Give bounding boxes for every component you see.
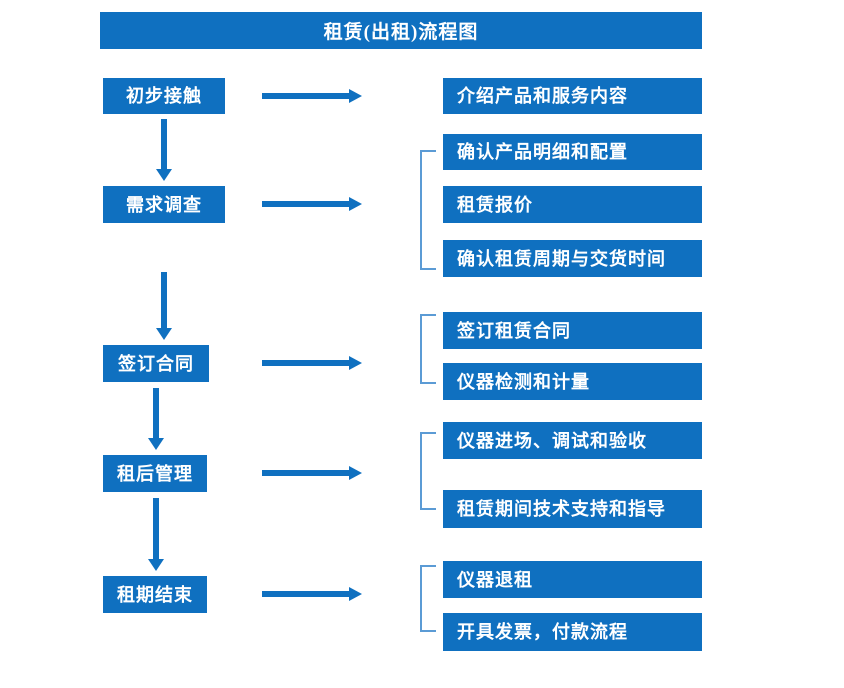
stage-box-5[interactable]: 租期结束 [103,576,207,613]
detail-box-10[interactable]: 开具发票，付款流程 [443,613,702,651]
flow-arrow-right-2 [262,197,362,211]
detail-box-2[interactable]: 确认产品明细和配置 [443,134,702,170]
flow-arrow-down-4 [148,498,164,571]
flow-arrow-right-3 [262,356,362,370]
detail-box-3[interactable]: 租赁报价 [443,186,702,223]
group-bracket-1 [420,150,436,270]
detail-box-6[interactable]: 仪器检测和计量 [443,363,702,400]
detail-box-8[interactable]: 租赁期间技术支持和指导 [443,490,702,528]
group-bracket-2 [420,314,436,384]
detail-box-7[interactable]: 仪器进场、调试和验收 [443,422,702,459]
flow-arrow-down-3 [148,388,164,450]
flow-arrow-right-1 [262,89,362,103]
group-bracket-4 [420,565,436,632]
detail-box-5[interactable]: 签订租赁合同 [443,312,702,349]
flow-arrow-right-5 [262,587,362,601]
stage-box-3[interactable]: 签订合同 [103,345,209,382]
diagram-title: 租赁(出租)流程图 [100,12,702,49]
stage-box-2[interactable]: 需求调查 [103,186,225,223]
stage-box-4[interactable]: 租后管理 [103,455,207,492]
group-bracket-3 [420,432,436,510]
flow-arrow-down-2 [156,272,172,340]
flow-arrow-down-1 [156,119,172,181]
detail-box-4[interactable]: 确认租赁周期与交货时间 [443,240,702,277]
flow-arrow-right-4 [262,466,362,480]
stage-box-1[interactable]: 初步接触 [103,78,225,114]
detail-box-9[interactable]: 仪器退租 [443,561,702,598]
detail-box-1[interactable]: 介绍产品和服务内容 [443,78,702,114]
